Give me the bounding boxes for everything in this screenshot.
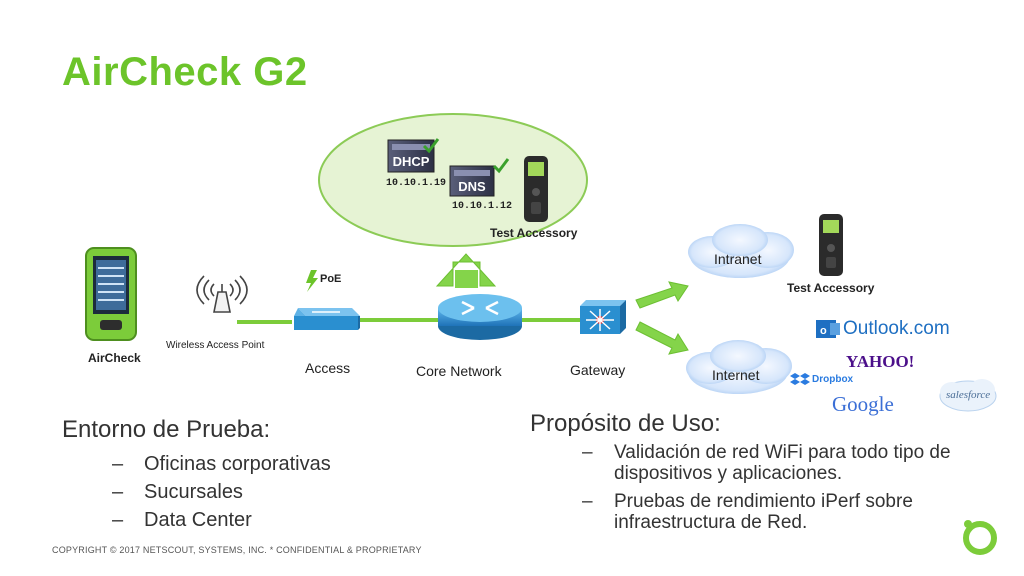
list-item: –Oficinas corporativas: [112, 453, 331, 475]
netscout-logo-icon: [963, 520, 997, 555]
arrow-up-icon: [435, 253, 497, 287]
check-icon: [492, 158, 510, 174]
lightning-icon: [306, 270, 318, 292]
aircheck-device-icon: [85, 247, 137, 341]
wireless-ap-label: Wireless Access Point: [166, 340, 265, 351]
test-accessory-device-icon: [524, 156, 548, 222]
dhcp-server-icon: [387, 138, 440, 173]
list-item: –Pruebas de rendimiento iPerf sobre infr…: [582, 491, 913, 533]
arrow-to-intranet-icon: [635, 281, 689, 309]
gateway-icon: [580, 300, 626, 334]
salesforce-logo-icon: [939, 379, 997, 412]
intranet-label: Intranet: [714, 251, 762, 267]
salesforce-label: salesforce: [946, 389, 991, 401]
aircheck-label: AirCheck: [88, 351, 141, 365]
dns-label: DNS: [458, 179, 486, 194]
test-accessory-device-icon: [819, 214, 843, 276]
intranet-cloud-icon: [688, 224, 794, 278]
list-item: –Data Center: [112, 509, 252, 531]
google-label: Google: [832, 392, 894, 416]
gateway-label: Gateway: [570, 362, 626, 378]
environment-heading: Entorno de Prueba:: [62, 416, 271, 443]
test-accessory-top-label: Test Accessory: [490, 226, 578, 240]
slide-title: AirCheck G2: [62, 50, 308, 94]
dns-ip: 10.10.1.12: [452, 201, 513, 212]
dropbox-label: Dropbox: [812, 374, 854, 385]
purpose-heading: Propósito de Uso:: [530, 410, 721, 437]
arrow-to-internet-icon: [635, 321, 689, 355]
list-item: –Validación de red WiFi para todo tipo d…: [582, 442, 951, 484]
access-label: Access: [305, 360, 351, 376]
list-item: –Sucursales: [112, 481, 243, 503]
dhcp-ip: 10.10.1.19: [386, 178, 447, 189]
environment-list: –Oficinas corporativas –Sucursales –Data…: [112, 450, 331, 534]
copyright-footer: COPYRIGHT © 2017 NETSCOUT, SYSTEMS, INC.…: [52, 545, 422, 555]
wireless-access-point-icon: [196, 275, 248, 313]
internet-label: Internet: [712, 367, 760, 383]
access-switch-icon: [294, 308, 360, 330]
internet-cloud-icon: [686, 340, 792, 394]
yahoo-label: YAHOO!: [846, 352, 915, 371]
dropbox-logo-icon: [790, 373, 810, 385]
svg-text:o: o: [820, 325, 827, 337]
check-icon: [422, 138, 440, 154]
purpose-list: –Validación de red WiFi para todo tipo d…: [582, 442, 974, 540]
outlook-logo-icon: o: [816, 320, 840, 338]
dns-server-icon: [449, 158, 510, 197]
core-router-icon: [438, 294, 522, 340]
core-network-label: Core Network: [416, 363, 502, 379]
test-accessory-right-label: Test Accessory: [787, 281, 875, 295]
outlook-label: Outlook.com: [843, 318, 950, 339]
dhcp-label: DHCP: [392, 154, 430, 169]
poe-label: PoE: [320, 273, 342, 285]
